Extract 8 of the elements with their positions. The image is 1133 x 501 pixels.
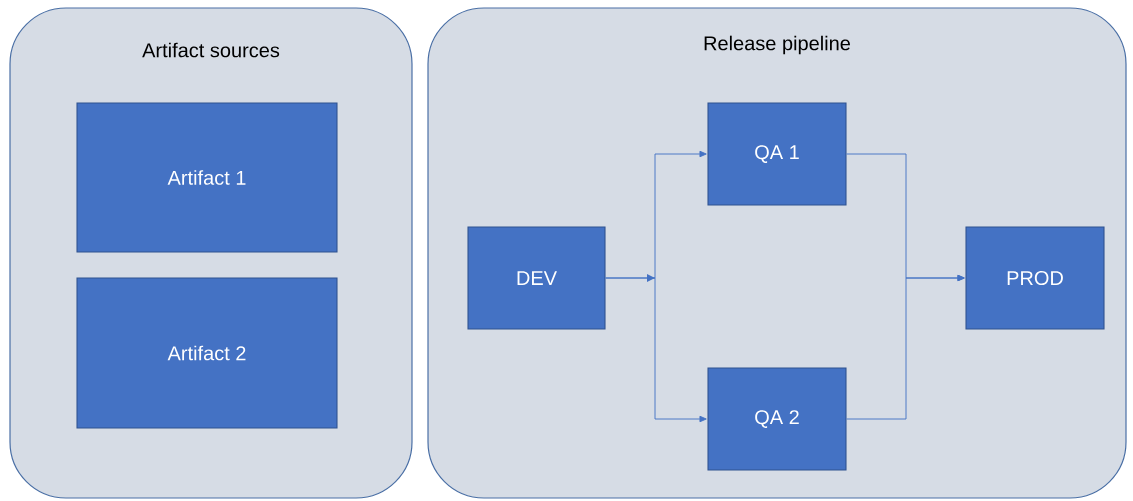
arrow [605, 277, 707, 423]
process-box: PROD [965, 226, 1105, 330]
process-box: Artifact 2 [76, 277, 338, 429]
process-box: QA 1 [707, 102, 847, 206]
arrow [846, 274, 965, 420]
process-box: DEV [467, 226, 606, 330]
process-box: Artifact 1 [76, 102, 338, 253]
process-box: QA 2 [707, 367, 847, 471]
